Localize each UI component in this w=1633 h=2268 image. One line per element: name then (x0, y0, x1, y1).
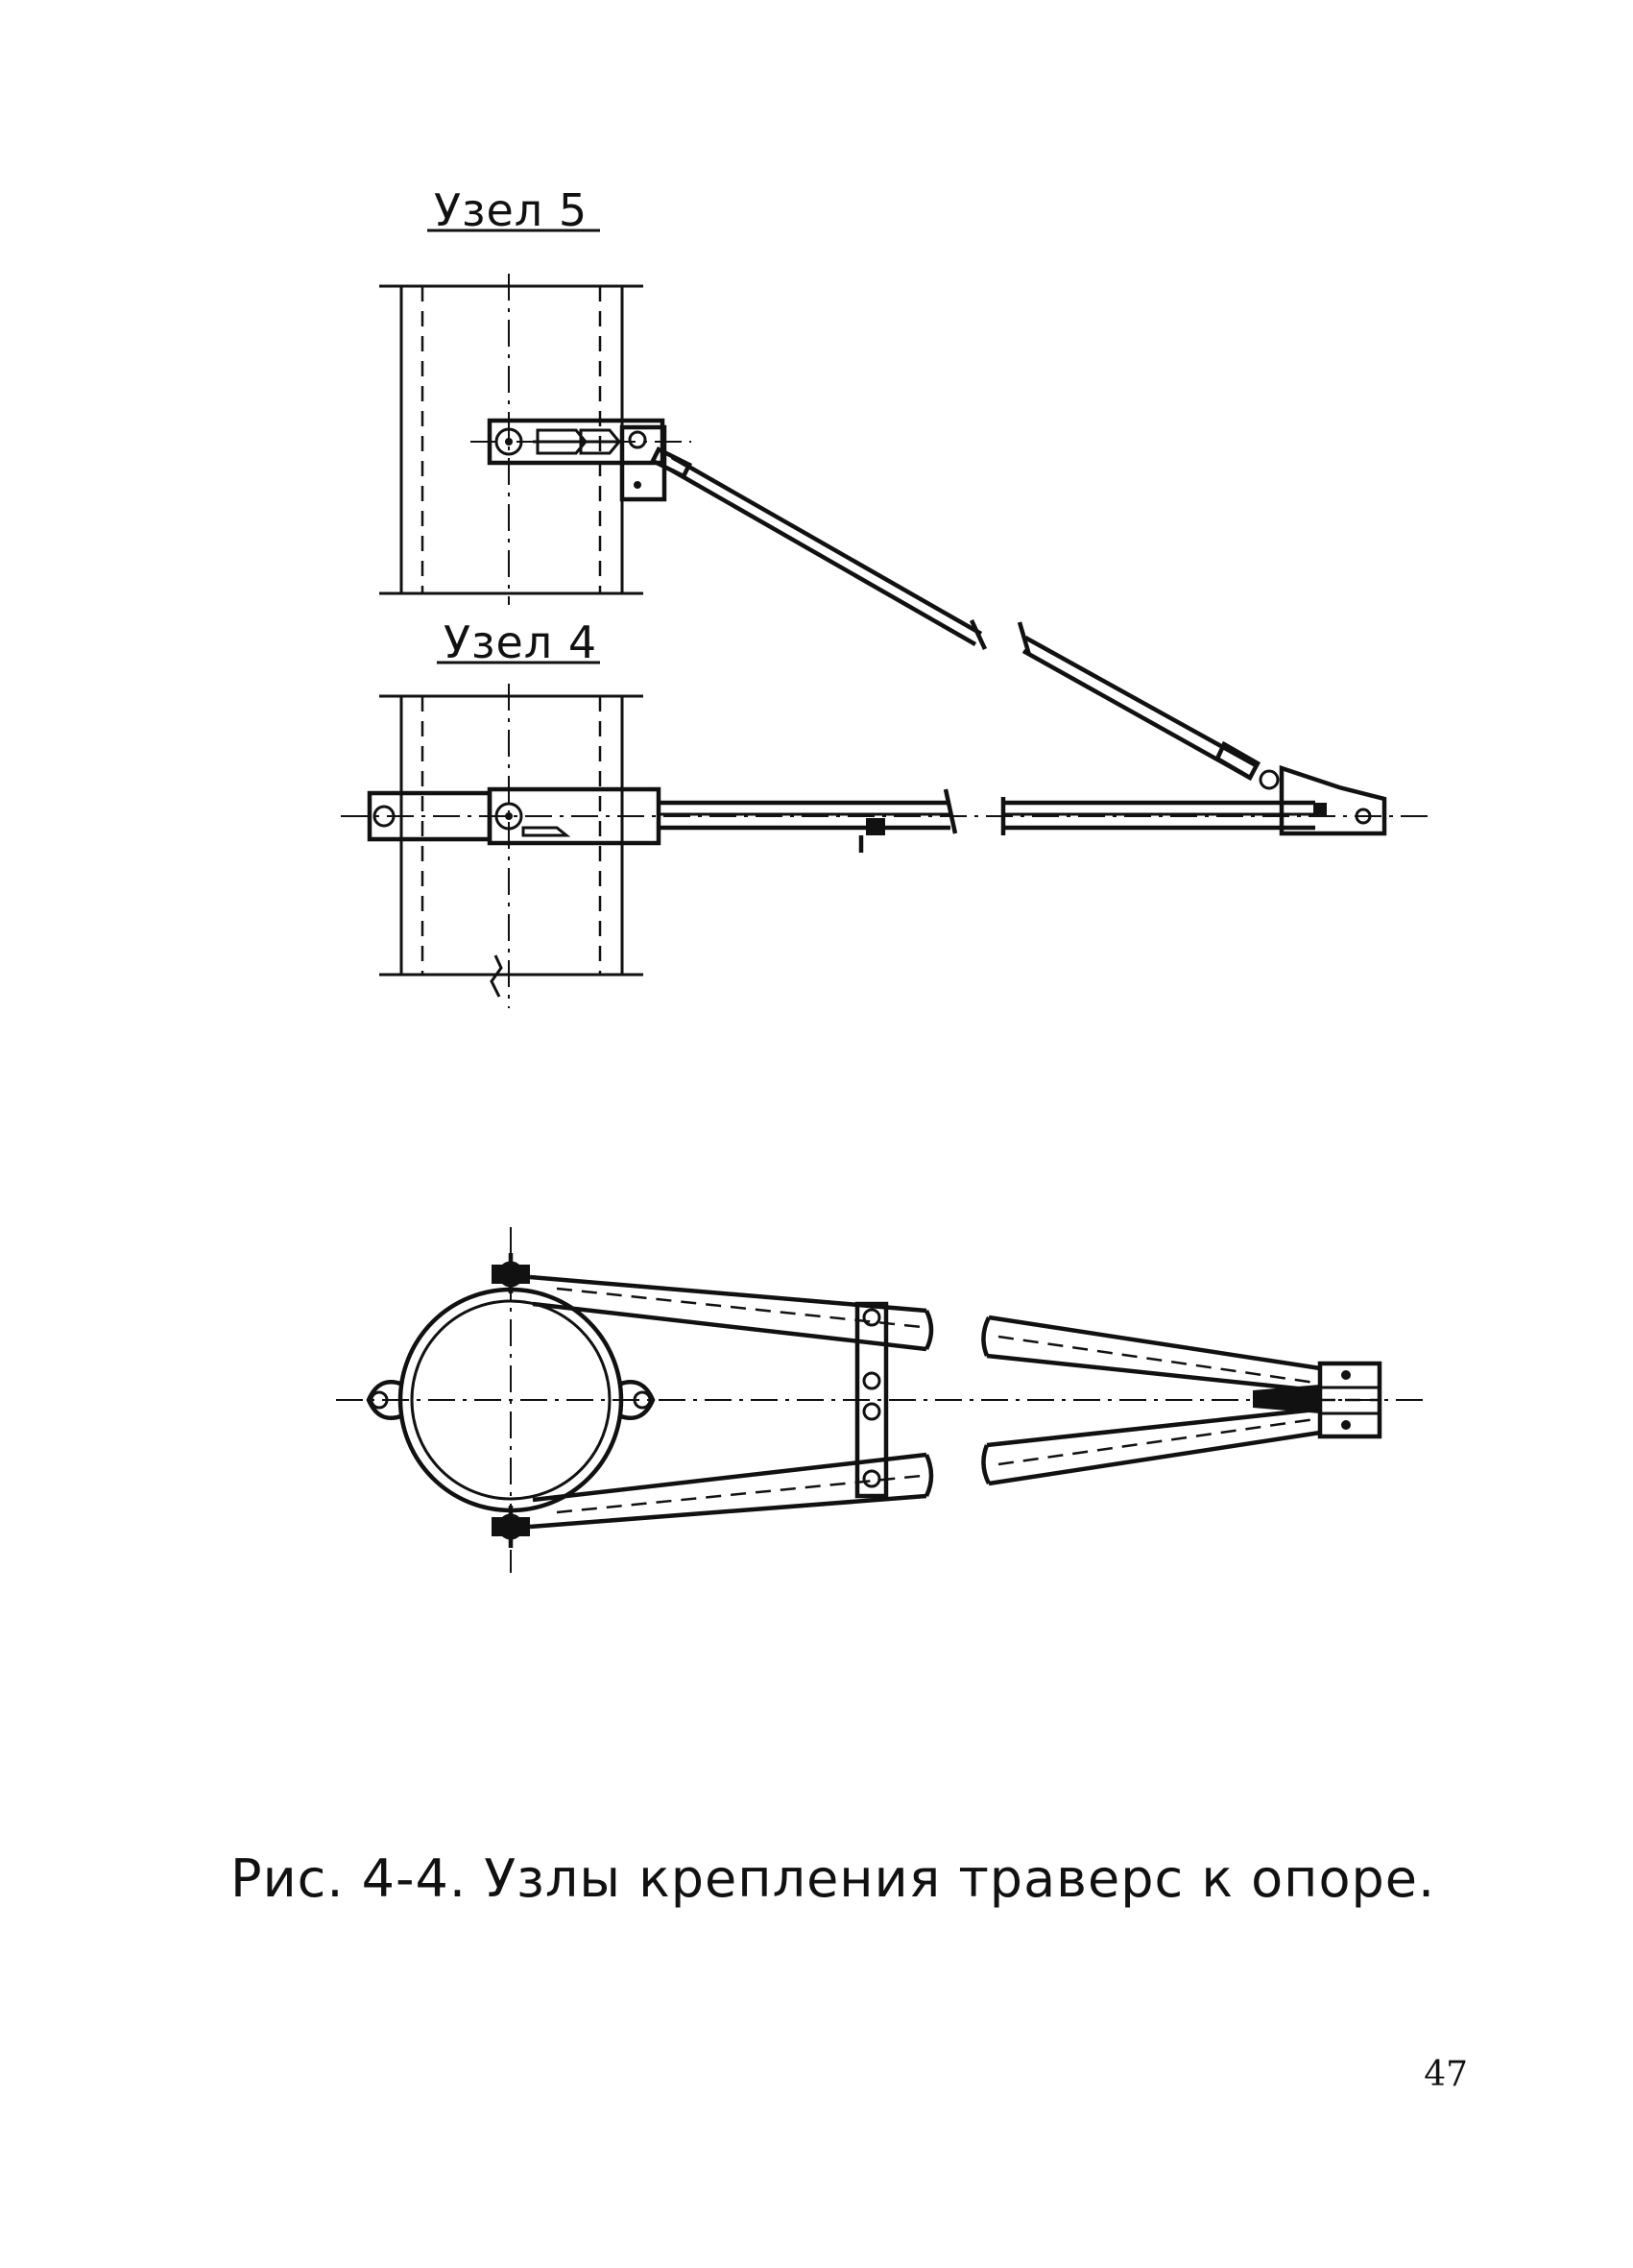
node-4-title: Узел 4 (444, 616, 598, 668)
plan-view (336, 1227, 1426, 1573)
node-4-horizontal-beam (341, 764, 1430, 853)
spacer-plate (854, 1301, 889, 1499)
page-number: 47 (1424, 2055, 1468, 2094)
node-5-diagonal-rod (649, 446, 1261, 782)
node-5-title: Узел 5 (434, 184, 588, 236)
figure-caption: Рис. 4-4. Узлы крепления траверс к опоре… (230, 1848, 1436, 1909)
node-5-clamp-bracket (470, 418, 691, 502)
node-4-pole-section (379, 684, 643, 1008)
